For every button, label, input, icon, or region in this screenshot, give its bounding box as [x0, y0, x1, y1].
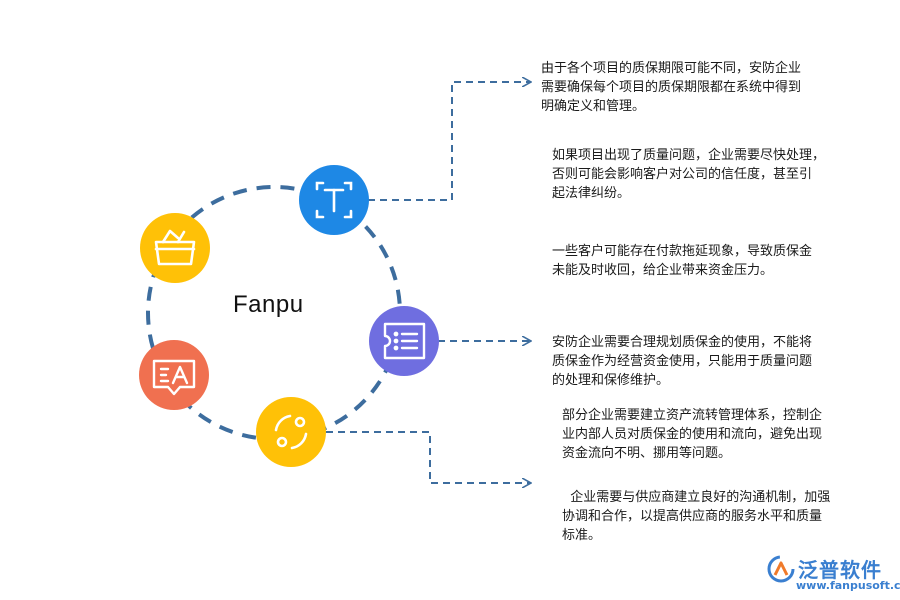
cycle-icon-node: [256, 397, 326, 467]
text-icon-node: [299, 165, 369, 235]
message-translate-icon: [152, 359, 196, 396]
connector-bottom: [326, 431, 530, 483]
brand-name: 泛普软件: [798, 558, 882, 582]
note-6: 企业需要与供应商建立良好的沟通机制，加强 协调和合作，以提高供应商的服务水平和质…: [562, 490, 831, 543]
message-icon-node: [139, 340, 209, 410]
list-icon-node: [369, 306, 439, 376]
basket-icon-node: [140, 213, 210, 283]
connector-top: [368, 82, 530, 201]
note-3: 一些客户可能存在付款拖延现象，导致质保金 未能及时收回，给企业带来资金压力。: [552, 244, 813, 278]
brand-logo-icon: [767, 555, 795, 583]
note-2: 如果项目出现了质量问题，企业需要尽快处理， 否则可能会影响客户对公司的信任度，甚…: [552, 148, 826, 201]
brand-url: www.fanpusoft.com: [796, 579, 900, 592]
center-label: Fanpu: [233, 291, 304, 318]
cycle-icon: [274, 414, 308, 450]
list-panel-icon: [383, 322, 426, 360]
note-1: 由于各个项目的质保期限可能不同，安防企业 需要确保每个项目的质保期限都在系统中得…: [541, 61, 802, 114]
note-4: 安防企业需要合理规划质保金的使用，不能将 质保金作为经营资金使用，只能用于质量问…: [552, 335, 813, 388]
note-5: 部分企业需要建立资产流转管理体系，控制企 业内部人员对质保金的使用和流向，避免出…: [562, 408, 823, 461]
brand-watermark: 泛普软件 www.fanpusoft.com: [760, 552, 900, 596]
basket-icon: [154, 229, 196, 266]
text-frame-icon: [315, 181, 353, 219]
